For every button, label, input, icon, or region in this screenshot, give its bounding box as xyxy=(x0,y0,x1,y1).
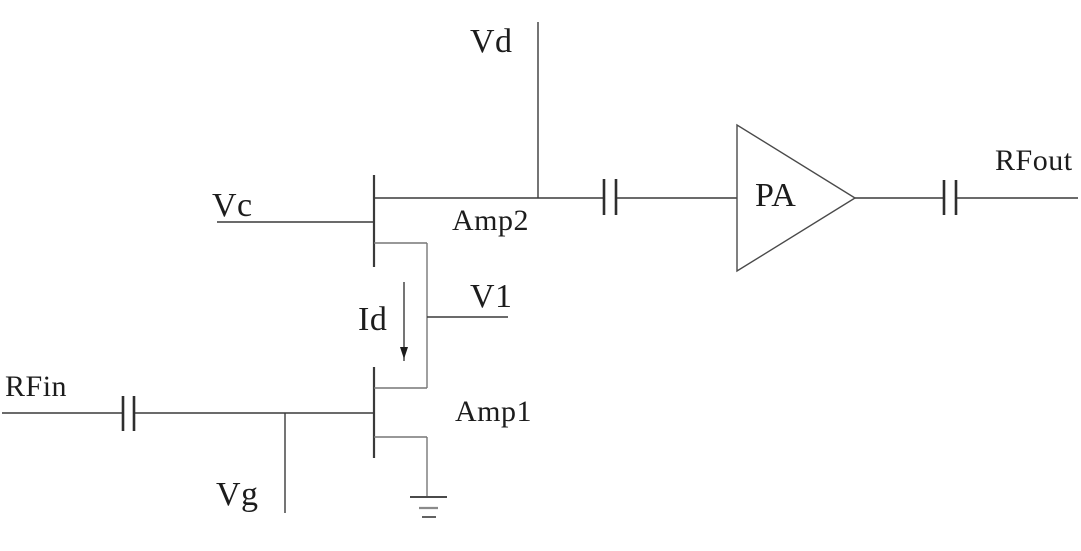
input-capacitor-icon xyxy=(121,396,136,431)
pa-triangle xyxy=(736,123,857,273)
rfout-label: RFout xyxy=(995,144,1073,177)
pa-amplifier-icon: PA xyxy=(736,123,857,273)
amp1-label: Amp1 xyxy=(455,395,532,428)
pa-label: PA xyxy=(755,177,796,214)
id-current-arrow-icon xyxy=(400,282,408,361)
input-stage: RFin Vg xyxy=(2,370,373,513)
ground-icon xyxy=(410,496,447,518)
cascode-mid-node: V1 Id xyxy=(358,243,513,388)
vc-label: Vc xyxy=(212,187,253,224)
id-label: Id xyxy=(358,301,387,338)
v1-label: V1 xyxy=(470,278,513,315)
id-arrowhead xyxy=(400,347,408,359)
amp1-transistor-icon: Amp1 xyxy=(372,367,532,497)
vd-label: Vd xyxy=(470,23,513,60)
interstage-capacitor-icon xyxy=(602,179,618,215)
vg-label: Vg xyxy=(216,476,259,513)
amp2-label: Amp2 xyxy=(452,204,529,237)
output-capacitor-icon xyxy=(942,180,958,215)
amp2-transistor-icon: Vc Amp2 xyxy=(212,175,603,267)
rfin-label: RFin xyxy=(5,370,67,403)
vd-supply: Vd xyxy=(470,22,539,198)
